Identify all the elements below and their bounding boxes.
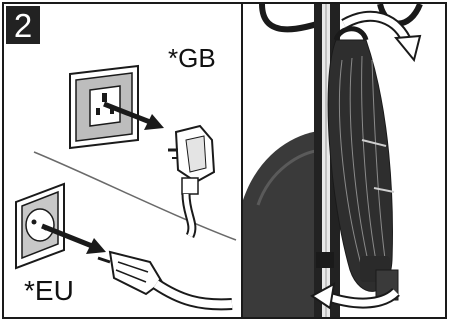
step-badge: 2 [6,6,40,44]
step-number: 2 [14,9,32,42]
figure-frame [2,2,447,319]
gb-label: *GB [168,45,216,71]
panel-divider [241,2,243,319]
eu-label: *EU [24,277,74,305]
